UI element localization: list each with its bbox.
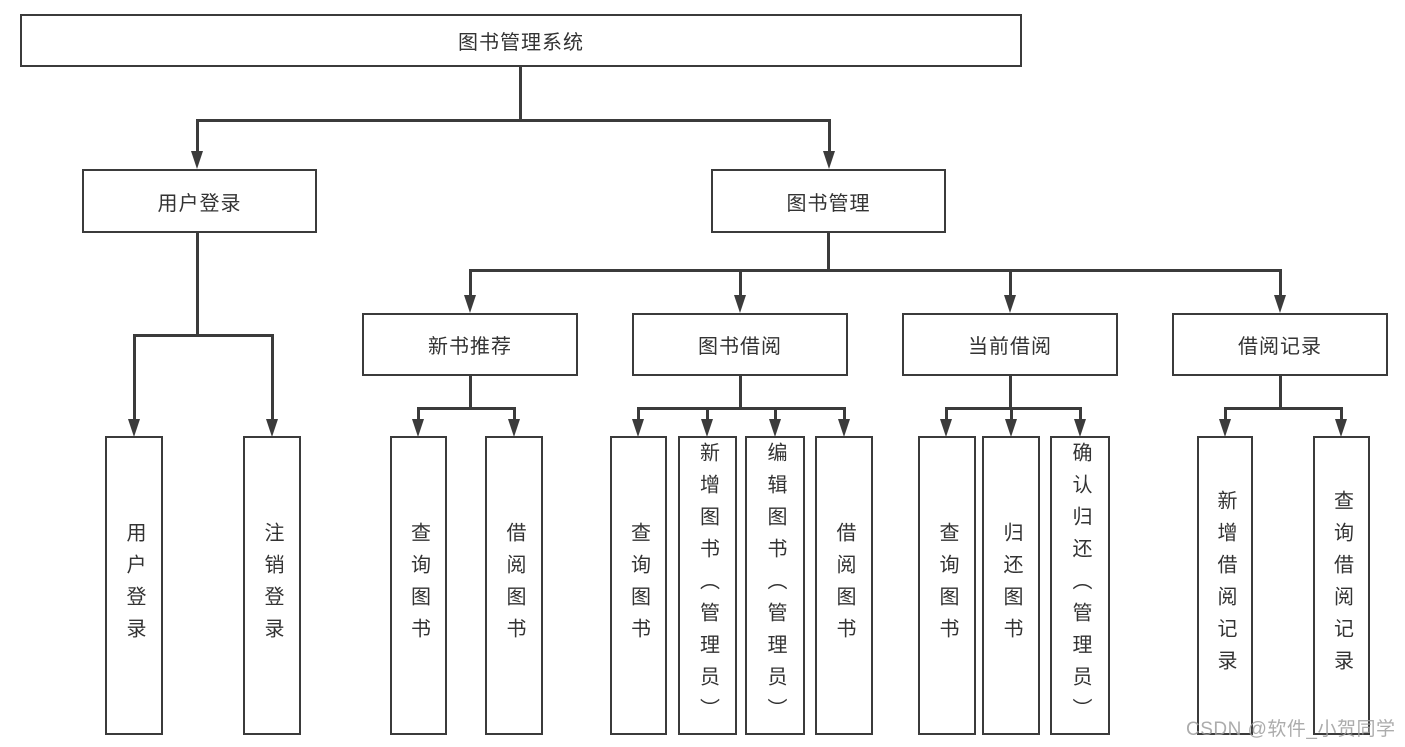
node-user-login: 用户登录	[82, 169, 317, 233]
connector-line	[1278, 270, 1282, 296]
arrowhead-down-icon	[508, 419, 520, 437]
arrowhead-down-icon	[701, 419, 713, 437]
connector-line	[1278, 376, 1282, 408]
connector-line	[636, 408, 640, 420]
node-leaf-query-books-current: 查询图书	[918, 436, 976, 735]
connector-line	[195, 120, 199, 152]
connector-line	[738, 376, 742, 408]
connector-line	[512, 408, 516, 420]
node-borrowing-records: 借阅记录	[1172, 313, 1388, 376]
node-leaf-borrow-books: 借阅图书	[815, 436, 873, 735]
connector-line	[468, 270, 472, 296]
connector-line	[132, 335, 136, 420]
connector-line	[1339, 408, 1343, 420]
connector-line	[773, 408, 777, 420]
connector-line	[944, 408, 948, 420]
arrowhead-down-icon	[191, 151, 203, 169]
connector-line	[1008, 376, 1012, 408]
connector-line	[1223, 406, 1343, 410]
connector-line	[195, 118, 831, 122]
connector-line	[416, 406, 516, 410]
node-leaf-edit-books-admin: 编辑图书（管理员）	[745, 436, 805, 735]
node-library-management-system: 图书管理系统	[20, 14, 1022, 67]
node-book-borrowing: 图书借阅	[632, 313, 848, 376]
connector-line	[827, 120, 831, 152]
node-leaf-return-books: 归还图书	[982, 436, 1040, 735]
node-leaf-confirm-return-admin: 确认归还（管理员）	[1050, 436, 1110, 735]
connector-line	[705, 408, 709, 420]
arrowhead-down-icon	[128, 419, 140, 437]
arrowhead-down-icon	[1004, 295, 1016, 313]
connector-line	[468, 376, 472, 408]
arrowhead-down-icon	[632, 419, 644, 437]
connector-line	[270, 335, 274, 420]
connector-line	[944, 406, 1082, 410]
node-leaf-query-books-borrow: 查询图书	[610, 436, 667, 735]
node-leaf-user-login: 用户登录	[105, 436, 163, 735]
node-leaf-add-borrow-record: 新增借阅记录	[1197, 436, 1253, 735]
arrowhead-down-icon	[823, 151, 835, 169]
connector-line	[1078, 408, 1082, 420]
connector-line	[1223, 408, 1227, 420]
arrowhead-down-icon	[412, 419, 424, 437]
arrowhead-down-icon	[464, 295, 476, 313]
node-current-borrowing: 当前借阅	[902, 313, 1118, 376]
connector-line	[416, 408, 420, 420]
arrowhead-down-icon	[1074, 419, 1086, 437]
arrowhead-down-icon	[1274, 295, 1286, 313]
connector-line	[826, 233, 830, 270]
node-leaf-logout: 注销登录	[243, 436, 301, 735]
connector-line	[842, 408, 846, 420]
arrowhead-down-icon	[769, 419, 781, 437]
arrowhead-down-icon	[266, 419, 278, 437]
arrowhead-down-icon	[838, 419, 850, 437]
csdn-watermark: CSDN @软件_小贺同学	[1186, 719, 1396, 740]
connector-line	[468, 268, 1282, 272]
node-leaf-add-books-admin: 新增图书（管理员）	[678, 436, 737, 735]
arrowhead-down-icon	[1005, 419, 1017, 437]
arrowhead-down-icon	[1335, 419, 1347, 437]
connector-line	[195, 233, 199, 335]
arrowhead-down-icon	[940, 419, 952, 437]
connector-line	[738, 270, 742, 296]
connector-line	[1009, 408, 1013, 420]
node-leaf-borrow-books-recommend: 借阅图书	[485, 436, 543, 735]
connector-line	[1008, 270, 1012, 296]
node-book-management: 图书管理	[711, 169, 946, 233]
arrowhead-down-icon	[734, 295, 746, 313]
node-new-book-recommendation: 新书推荐	[362, 313, 578, 376]
connector-line	[636, 406, 846, 410]
node-leaf-query-borrow-record: 查询借阅记录	[1313, 436, 1370, 735]
connector-line	[132, 333, 274, 337]
node-leaf-query-books-recommend: 查询图书	[390, 436, 447, 735]
connector-line	[518, 67, 522, 120]
arrowhead-down-icon	[1219, 419, 1231, 437]
